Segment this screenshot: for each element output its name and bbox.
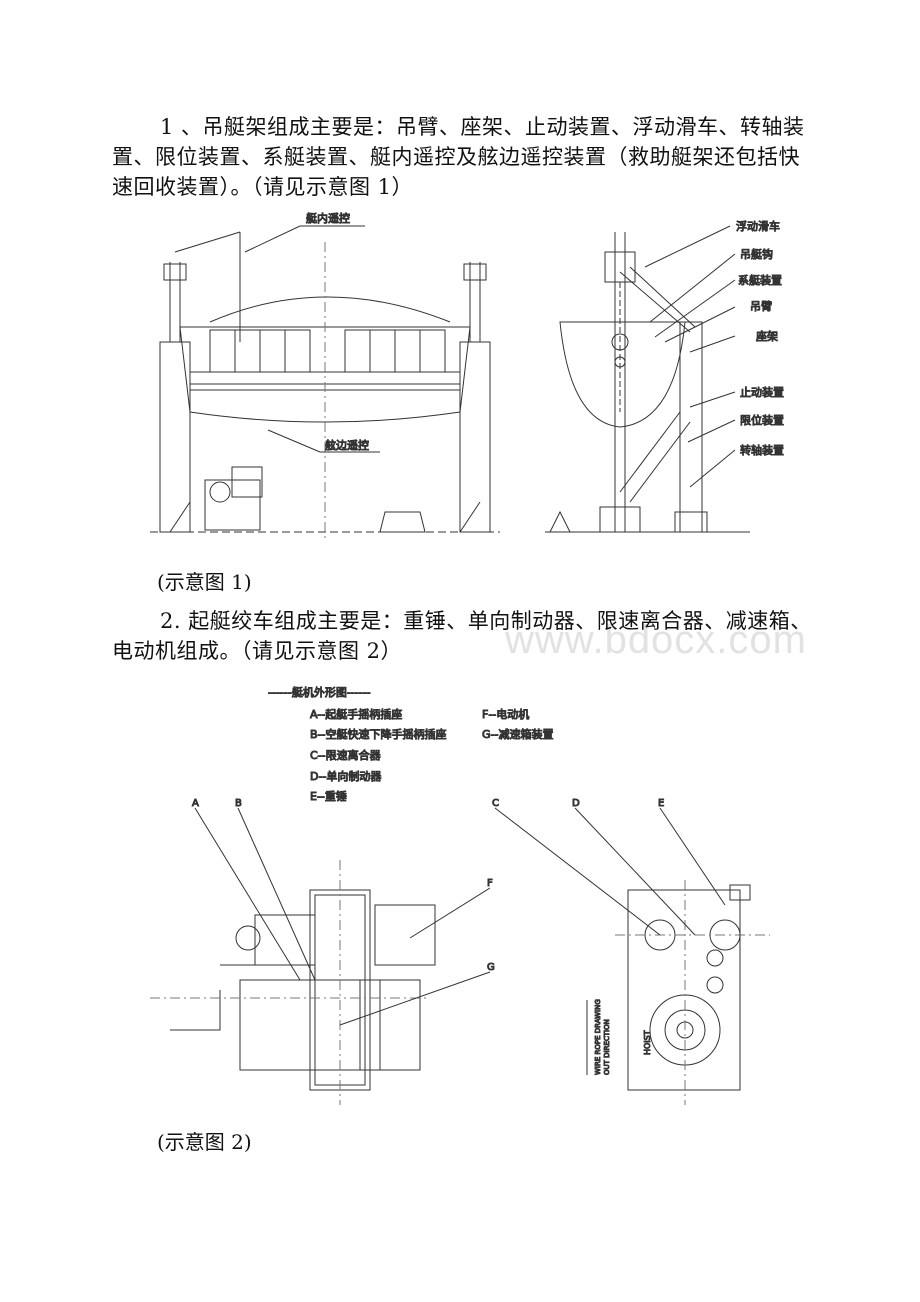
hoist-label: HOIST [643,1030,652,1055]
rope-direction-text-2: OUT DIRECTION [603,1019,611,1075]
paragraph-winch-components: 2. 起艇绞车组成主要是：重锤、单向制动器、限速离合器、减速箱、电动机组成。（请… [112,609,812,663]
marker-g: G [487,962,495,973]
marker-f: F [487,878,493,889]
winch-diagram: ------艇机外形图------ A--起艇手摇柄插座 B--空艇快速下降手摇… [150,685,770,1105]
marker-b: B [235,798,242,809]
marker-d: D [572,798,580,809]
caption-figure-1: (示意图 1) [157,570,252,594]
label-arm: 吊臂 [750,300,772,313]
legend-b: B--空艇快速下降手摇柄插座 [310,727,446,741]
winch-side-view [494,807,770,1105]
label-floating-pulley: 浮动滑车 [736,219,780,233]
legend-g: G--减速箱装置 [482,727,553,741]
label-side-remote: 舷边遥控 [325,438,369,452]
winch-front-view [150,807,491,1105]
legend-a: A--起艇手摇柄插座 [310,707,402,721]
label-pivot-device: 转轴装置 [740,443,784,457]
label-hook: 吊艇钩 [740,247,773,261]
label-limit-device: 限位装置 [740,413,784,427]
caption-figure-2: (示意图 2) [157,1130,252,1154]
legend-d: D--单向制动器 [310,769,381,783]
marker-a: A [192,798,199,809]
davit-diagram: 艇内遥控 舷边遥控 浮动滑车 吊艇钩 系艇装置 吊臂 座架 止动装置 限位装置 … [150,212,785,542]
label-mooring-device: 系艇装置 [738,273,782,287]
label-frame: 座架 [756,329,778,343]
winch-diagram-title: ------艇机外形图------ [268,685,371,699]
paragraph-davit-components: 1 、吊艇架组成主要是：吊臂、座架、止动装置、浮动滑车、转轴装置、限位装置、系艇… [112,115,805,199]
watermark: www.bdocx.com [505,618,807,662]
legend-c: C--限速离合器 [310,748,381,762]
label-inboat-remote: 艇内遥控 [306,212,350,225]
rope-direction-text-1: WIRE ROPE DRAWING [594,999,602,1075]
legend-e: E--重锤 [310,789,347,803]
marker-c: C [492,798,499,809]
marker-e: E [658,798,664,809]
davit-side-view [545,225,750,533]
legend-f: F--电动机 [482,707,529,721]
davit-front-view [150,225,500,542]
label-stopper: 止动装置 [740,386,784,399]
